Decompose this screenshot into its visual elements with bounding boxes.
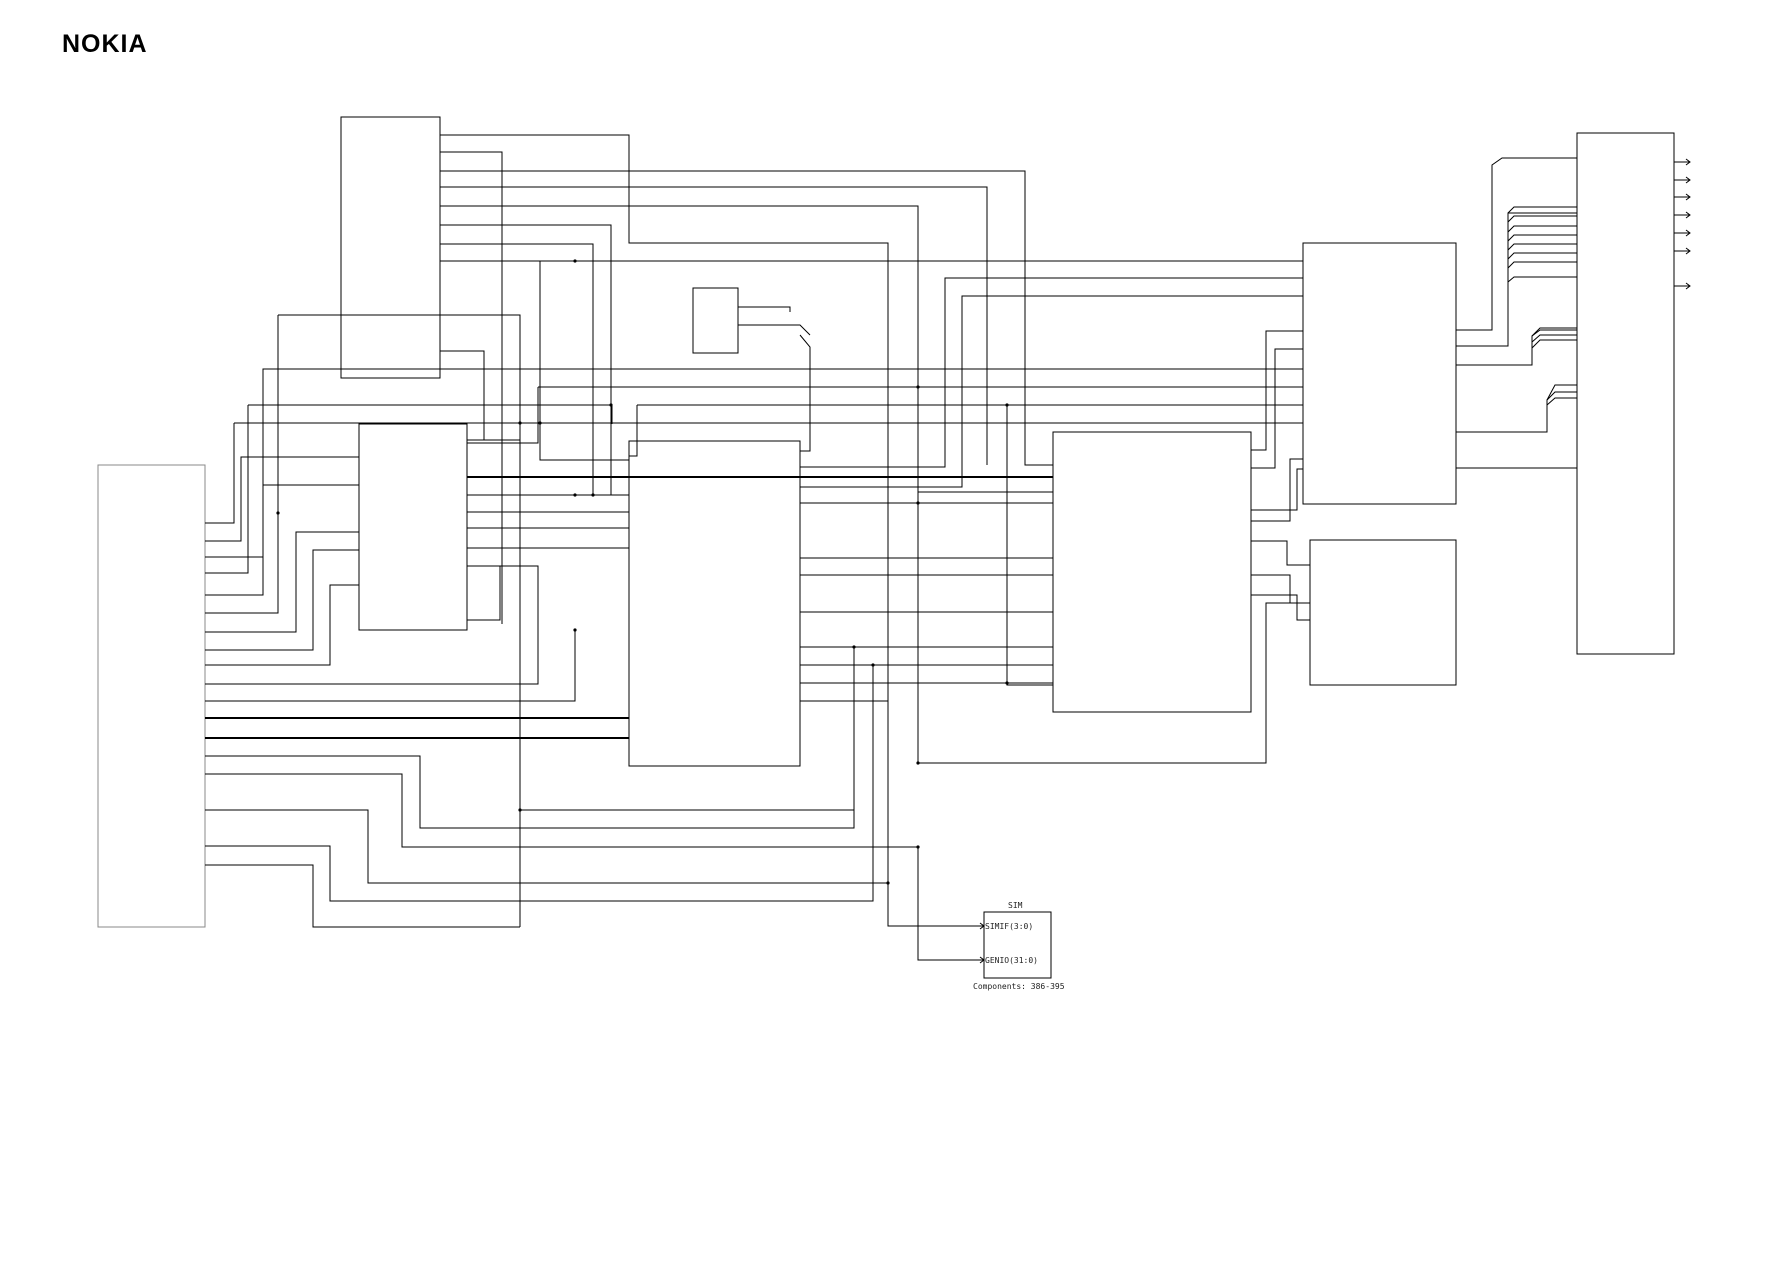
sim-port-genio: GENIO(31:0) [985,956,1038,965]
block-center-right [1052,431,1252,713]
block-right-upper [1302,242,1457,505]
junction-dots [276,259,1009,885]
block-far-right [1576,132,1675,655]
block-sim [983,911,1052,979]
block-top-upper [340,116,441,379]
wire-network [205,134,1690,928]
block-small-top [692,287,739,354]
block-right-lower [1309,539,1457,686]
sim-title: SIM [1008,901,1023,910]
block-left-connector [97,464,206,928]
sim-caption: Components: 386-395 [973,982,1065,991]
block-mid-left [358,423,468,631]
nokia-logo: NOKIA [62,30,148,58]
block-center [628,440,801,767]
sim-port-simif: SIMIF(3:0) [985,922,1033,931]
output-arrows [1685,158,1691,290]
